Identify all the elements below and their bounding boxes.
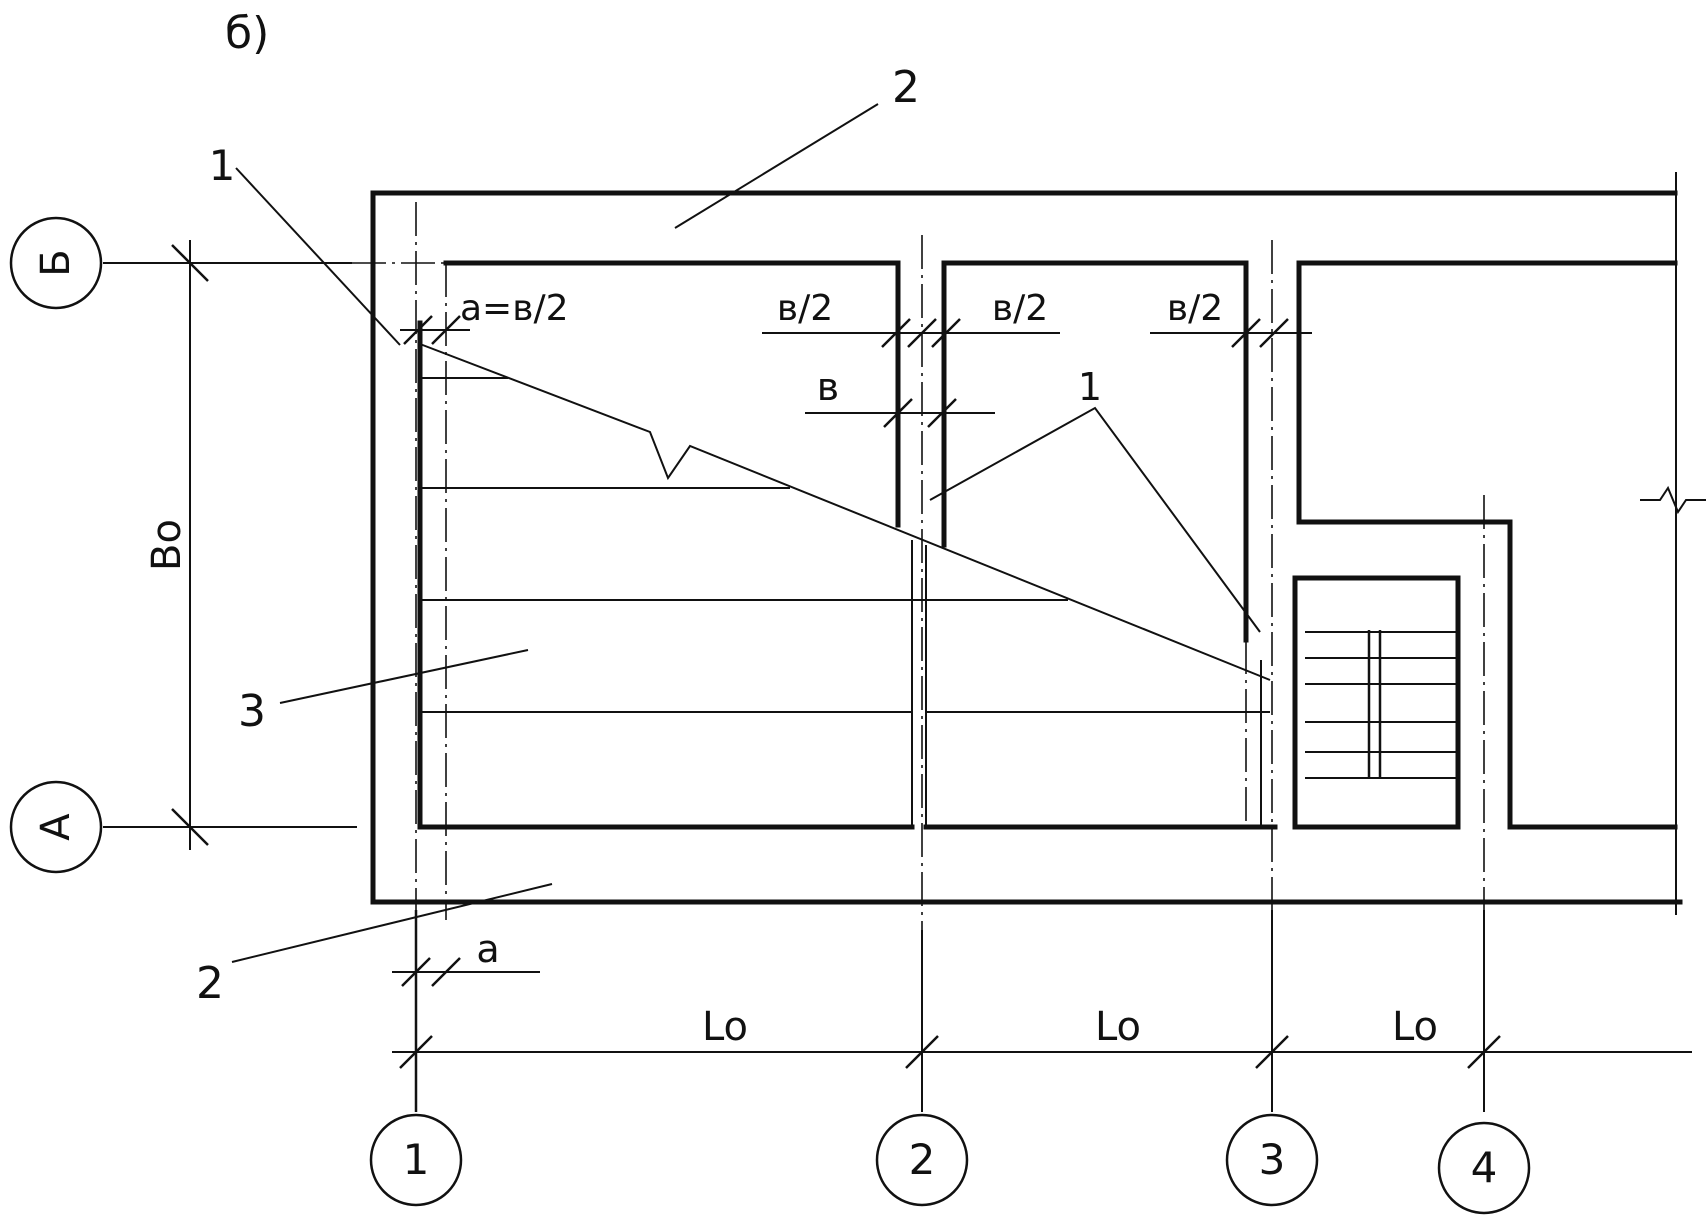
- callout-3: 3: [238, 686, 266, 737]
- dimension-offset-bottom: a: [392, 927, 540, 987]
- dimension-offset-top: a=в/2: [400, 288, 568, 345]
- row-axis-a-label: А: [33, 813, 79, 841]
- column-axis-2-bubble: [875, 1113, 969, 1207]
- dimension-span-3-4: Lo: [1392, 1004, 1438, 1050]
- dimension-depth: Bo: [144, 240, 209, 850]
- callout-2-top: 2: [892, 62, 920, 113]
- dimension-offset-top-label: a=в/2: [460, 288, 568, 329]
- room-2-outline: [923, 260, 1278, 830]
- column-axis-1-label: 1: [403, 1135, 430, 1184]
- callout-1-right: 1: [1078, 365, 1102, 409]
- column-axis-4-label: 4: [1471, 1143, 1498, 1192]
- stair-treads: [1305, 630, 1458, 779]
- stair-room-outline: [1292, 260, 1678, 830]
- column-axes: 1 2 3 4: [369, 202, 1531, 1215]
- dimension-wall-thickness-label: в: [817, 365, 839, 409]
- dimension-wall-thickness: в: [805, 365, 995, 428]
- dimension-offset-bottom-label: a: [476, 927, 499, 971]
- figure-label: б): [225, 8, 269, 59]
- slab-lines: [420, 377, 1270, 713]
- break-mark: [1640, 485, 1706, 515]
- callout-1-left: 1: [209, 141, 236, 190]
- dimension-half-wall-left-2: в/2: [777, 288, 833, 329]
- dimension-spans: Lo Lo Lo: [392, 1004, 1692, 1069]
- column-axis-1-bubble: [369, 1113, 463, 1207]
- dimension-half-wall-left-3: в/2: [1167, 288, 1223, 329]
- column-axis-4-bubble: [1437, 1121, 1531, 1215]
- outer-wall-outline: [370, 172, 1683, 915]
- dimension-half-wall-right-2: в/2: [992, 288, 1048, 329]
- callout-2-bottom: 2: [196, 958, 224, 1009]
- row-axis-b-label: Б: [33, 249, 79, 276]
- room-1-outline: [417, 260, 915, 830]
- section-line: [419, 343, 1271, 681]
- wall-edge-lines: [911, 540, 1262, 827]
- row-axes: Б А: [9, 216, 446, 874]
- row-axis-a-bubble: [9, 780, 103, 874]
- dimension-depth-label: Bo: [144, 519, 190, 571]
- dimension-span-1-2: Lo: [702, 1004, 748, 1050]
- column-axis-3-label: 3: [1259, 1135, 1286, 1184]
- column-axis-3-bubble: [1225, 1113, 1319, 1207]
- row-axis-b-bubble: [9, 216, 103, 310]
- dimension-half-walls: в/2 в/2 в/2: [762, 288, 1312, 348]
- dimension-span-2-3: Lo: [1095, 1004, 1141, 1050]
- callouts: 1 1 2 2 3: [196, 62, 1261, 1009]
- column-axis-2-label: 2: [909, 1135, 936, 1184]
